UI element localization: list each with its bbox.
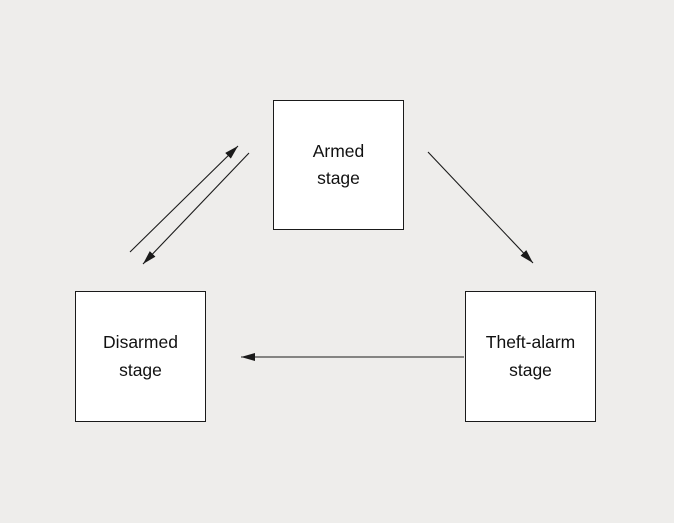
node-disarmed-stage: Disarmed stage (75, 291, 206, 422)
node-theft-alarm-stage: Theft-alarm stage (465, 291, 596, 422)
theft-alarm-stage-label: Theft-alarm stage (485, 332, 576, 380)
arrow-disarmed-to-armed (129, 145, 239, 253)
arrow-armed-to-theft-alarm (427, 151, 534, 264)
disarmed-stage-label: Disarmed stage (103, 332, 178, 380)
arrow-armed-to-disarmed (142, 152, 250, 265)
armed-stage-label: Armed stage (312, 140, 365, 188)
node-armed-stage: Armed stage (273, 100, 404, 230)
